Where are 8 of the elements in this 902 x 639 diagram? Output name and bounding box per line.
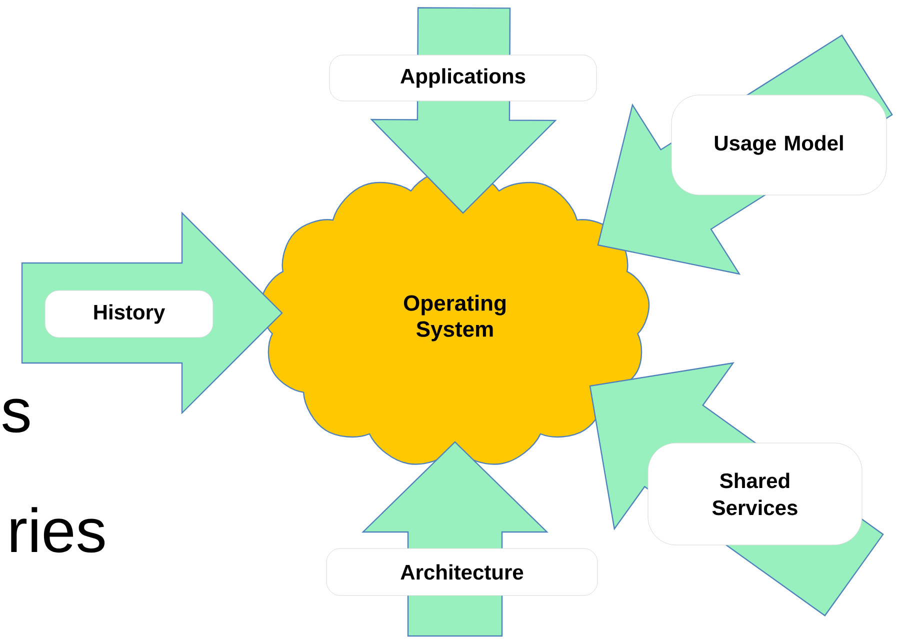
label-box: History bbox=[44, 290, 214, 338]
label-box: Applications bbox=[329, 54, 597, 102]
label-box: Usage Model bbox=[671, 94, 887, 196]
label-box: Shared Services bbox=[648, 442, 862, 546]
label-box: Architecture bbox=[326, 548, 598, 596]
slide-text: ries bbox=[11, 507, 105, 553]
slide-text: s bbox=[2, 398, 30, 433]
cloud: Operating System bbox=[260, 167, 650, 465]
